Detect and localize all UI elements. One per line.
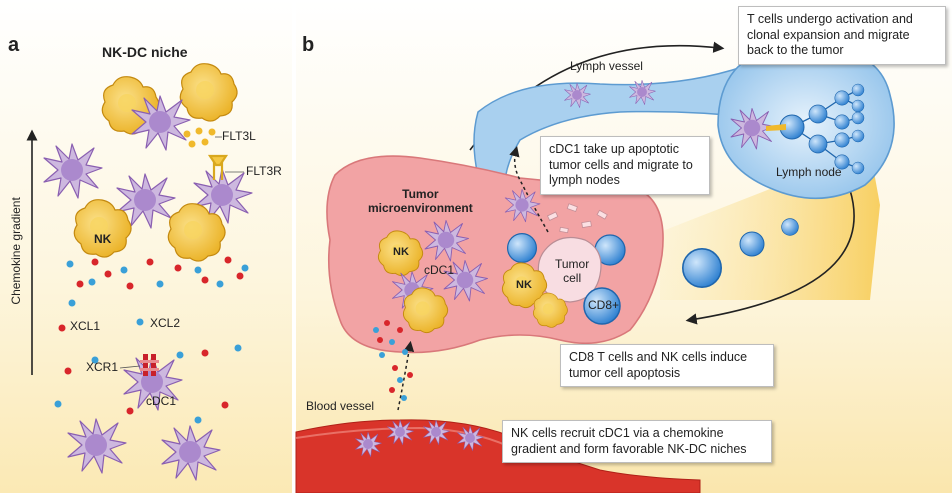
nk-label-a: NK (94, 232, 112, 246)
tumor-cell-label: Tumor cell (555, 257, 590, 285)
cdc1-label-b: cDC1 (424, 263, 455, 277)
callout-t-cells: T cells undergo activation and clonal ex… (738, 6, 946, 65)
chemokine-gradient-label: Chemokine gradient (9, 197, 24, 305)
chemokine-dots-a (54, 256, 249, 424)
flt3r-receptor (207, 154, 229, 180)
lymph-vessel-label: Lymph vessel (570, 59, 643, 73)
flt3l-label: FLT3L (222, 129, 256, 143)
lymph-node-t-cells (779, 83, 865, 175)
arrow-back-to-tumor (685, 189, 855, 325)
xcl2-label: XCL2 (150, 316, 181, 330)
callout-cdc1-uptake: cDC1 take up apoptotic tumor cells and m… (540, 136, 710, 195)
panel-a-letter: a (8, 34, 20, 56)
lymph-node-label: Lymph node (776, 165, 842, 179)
xcr1-receptor (140, 354, 159, 376)
chemokine-dots-b (373, 320, 413, 401)
flt3r-label: FLT3R (246, 164, 282, 178)
flt3l-dots (183, 127, 216, 148)
dc-to-lymph-dashed-arrow (509, 145, 549, 233)
apoptotic-fragments (546, 203, 608, 234)
tumor-microenvironment-label: Tumor microenvironment (368, 187, 473, 215)
dc-recruitment-dashed-arrow (397, 340, 415, 411)
callout-nk-recruit: NK cells recruit cDC1 via a chemokine gr… (502, 420, 772, 464)
cd8-label: CD8+ (588, 298, 620, 312)
xcr1-label: XCR1 (86, 360, 119, 374)
callout-apoptosis: CD8 T cells and NK cells induce tumor ce… (560, 344, 774, 388)
cdc1-label-a: cDC1 (146, 394, 177, 408)
blood-vessel-label: Blood vessel (306, 399, 375, 413)
nk-label-b1: NK (393, 246, 409, 258)
nk-label-b2: NK (516, 279, 532, 291)
xcl1-label: XCL1 (70, 319, 101, 333)
panel-a-background (0, 0, 292, 493)
panel-b-letter: b (302, 34, 315, 56)
panel-a-title: NK-DC niche (102, 44, 188, 60)
